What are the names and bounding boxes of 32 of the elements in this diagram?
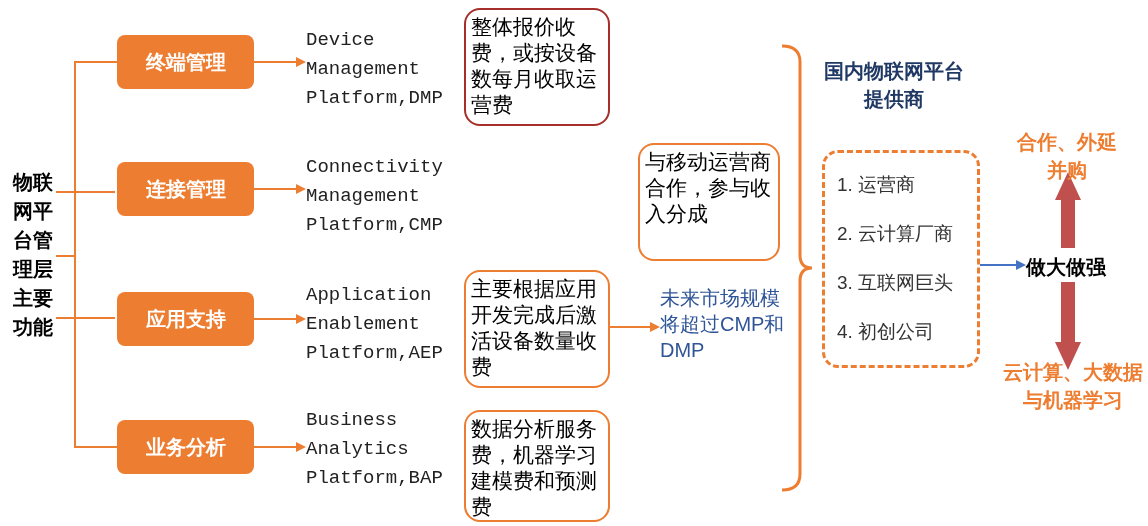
- platform-name: Connectivity Management Platform,CMP: [306, 153, 458, 243]
- connector-line: [55, 255, 118, 448]
- list-item: 2. 云计算厂商: [837, 222, 955, 247]
- function-box: 终端管理: [117, 35, 254, 89]
- note-box: 主要根据应用开发完成后激活设备数量收费: [464, 270, 610, 388]
- side-heading: 物联网平台管理层主要功能: [10, 168, 56, 344]
- direction-text: 云计算、大数据与机器学习: [1000, 358, 1146, 418]
- arrow: [253, 184, 306, 194]
- list-item: 1. 运营商: [837, 173, 917, 198]
- note-text: 未来市场规模将超过CMP和DMP: [660, 285, 792, 369]
- arrow: [253, 442, 306, 452]
- group-title: 国内物联网平台提供商: [823, 59, 965, 112]
- direction-text: 合作、外延并购: [1012, 128, 1122, 184]
- note-box: 整体报价收费，或按设备数每月收取运营费: [464, 8, 610, 126]
- connector-line: [55, 191, 116, 193]
- list-item: 4. 初创公司: [837, 320, 936, 345]
- platform-name: Device Management Platform,DMP: [306, 26, 458, 116]
- function-box: 应用支持: [117, 292, 254, 346]
- connector-line: [55, 317, 116, 319]
- function-box: 业务分析: [117, 420, 254, 474]
- goal-text: 做大做强: [1026, 252, 1110, 278]
- platform-name: Business Analytics Platform,BAP: [306, 406, 458, 496]
- platform-name: Application Enablement Platform,AEP: [306, 281, 458, 371]
- arrow: [609, 322, 660, 332]
- note-box: 与移动运营商合作，参与收入分成: [638, 143, 780, 261]
- block-arrow: [1055, 282, 1081, 370]
- list-item: 3. 互联网巨头: [837, 271, 955, 296]
- arrow: [253, 57, 306, 67]
- note-box: 数据分析服务费，机器学习建模费和预测费: [464, 410, 610, 522]
- block-arrow: [1055, 172, 1081, 248]
- function-box: 连接管理: [117, 162, 254, 216]
- arrow: [253, 314, 306, 324]
